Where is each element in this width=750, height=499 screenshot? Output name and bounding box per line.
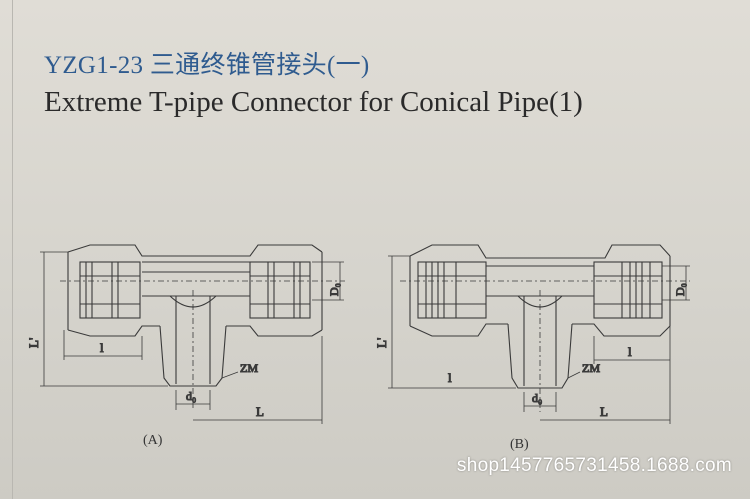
fig-b-label-l-left: l <box>448 370 452 385</box>
fig-a-label-lprime: L' <box>26 338 41 348</box>
title-english: Extreme T-pipe Connector for Conical Pip… <box>44 86 583 118</box>
fig-a-label-zm: ZM <box>240 361 258 375</box>
figure-a-drawing <box>40 244 345 424</box>
figure-b-caption: (B) <box>510 437 529 452</box>
title-chinese: YZG1-23 三通终锥管接头(一) <box>44 52 370 79</box>
fig-b-label-D0: D₀ <box>673 283 687 296</box>
fig-b-label-lprime: L' <box>374 338 389 348</box>
fig-a-label-d0: d₀ <box>186 389 196 403</box>
fig-b-label-L: L <box>600 404 608 419</box>
fig-b-label-zm: ZM <box>582 361 600 375</box>
fig-b-label-l: l <box>628 344 632 359</box>
fig-a-label-D0: D₀ <box>327 283 341 296</box>
figure-b-drawing <box>388 244 690 424</box>
fig-a-label-l: l <box>100 340 104 355</box>
figure-a-caption: (A) <box>143 433 163 448</box>
fig-b-label-d0: d₀ <box>532 391 542 405</box>
fig-a-label-L: L <box>256 404 264 419</box>
shop-watermark: shop1457765731458.1688.com <box>456 455 732 476</box>
page-margin-line <box>12 0 13 499</box>
